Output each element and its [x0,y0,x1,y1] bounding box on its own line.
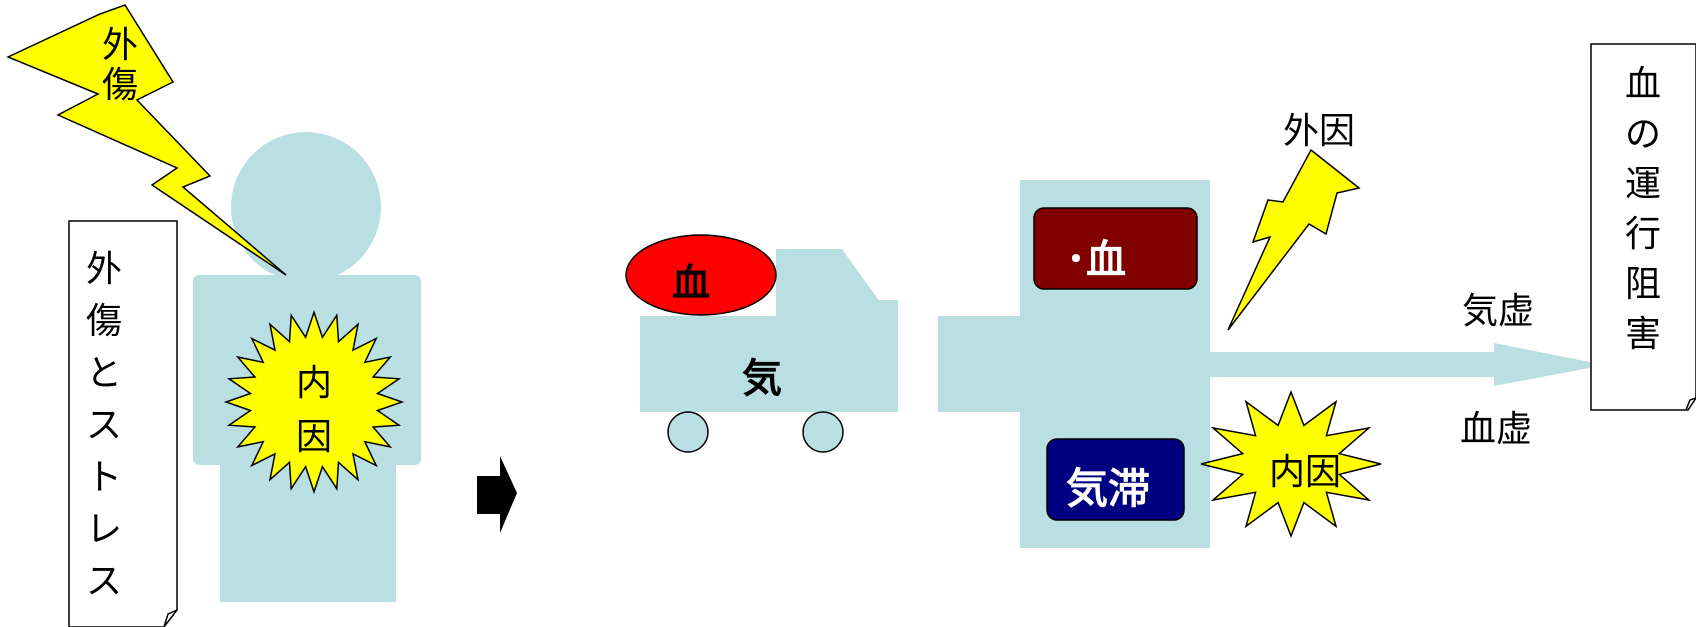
internal-cause-char-2: 因 [296,417,333,458]
note-fold-left [163,609,178,627]
flow-arrow [1210,343,1605,386]
truck-cab-fill [776,300,898,320]
internal-cause-starburst [223,309,405,495]
note-char-1: 外 [86,249,123,290]
internal-cause-body-label: 内 因 [296,366,332,456]
external-cause-label: 外因 [1283,111,1356,152]
qi-stagnation-box [1046,438,1185,521]
note-char-5: ト [86,457,123,498]
external-cause-lightning-bolt [1227,148,1361,331]
truck-wheel-front [667,411,709,453]
qi-deficiency-label: 気虚 [1462,291,1535,332]
right-note-char-6: 害 [1625,314,1662,355]
truck-bed [640,316,898,412]
note-char-7: ス [86,561,123,602]
stasis-box-label: ･血 [1066,237,1126,283]
internal-cause-char-1: 内 [296,363,333,404]
right-arrow [477,456,517,533]
blood-oval-label: 血 [672,261,711,305]
note-char-3: と [86,353,123,394]
right-note-fold [1685,397,1696,411]
channel-left [938,316,1020,412]
internal-cause-burst-label: 内因 [1269,452,1342,493]
right-note-char-2: の [1625,114,1662,155]
qi-truck-label: 気 [742,356,782,402]
internal-cause-burst-right [1200,389,1382,539]
trauma-stress-note-text: 外 傷 と ス ト レ ス [86,252,122,616]
right-note-char-5: 阻 [1625,264,1662,305]
blood-obstruction-note-text: 血 の 運 行 阻 害 [1625,67,1661,353]
blood-oval [625,234,777,316]
stasis-box [1033,207,1198,290]
note-char-4: ス [86,405,123,446]
right-note-char-1: 血 [1625,64,1662,105]
trauma-lightning-bolt [6,4,287,276]
blood-deficiency-label: 血虚 [1460,409,1533,450]
trauma-bolt-char-1: 外 [102,25,139,66]
blood-obstruction-note [1590,43,1696,411]
right-note-char-4: 行 [1625,214,1662,255]
person-head [231,132,381,282]
note-char-6: レ [86,509,123,550]
person-legs [220,462,396,602]
truck-wheel-back [802,411,844,453]
trauma-bolt-char-2: 傷 [102,65,139,106]
truck-cab [776,249,890,316]
trauma-stress-note [68,220,178,627]
right-note-char-3: 運 [1625,164,1662,205]
qi-stagnation-box-label: 気滞 [1066,464,1151,513]
trauma-bolt-label: 外 傷 [102,28,138,104]
note-char-2: 傷 [86,301,123,342]
